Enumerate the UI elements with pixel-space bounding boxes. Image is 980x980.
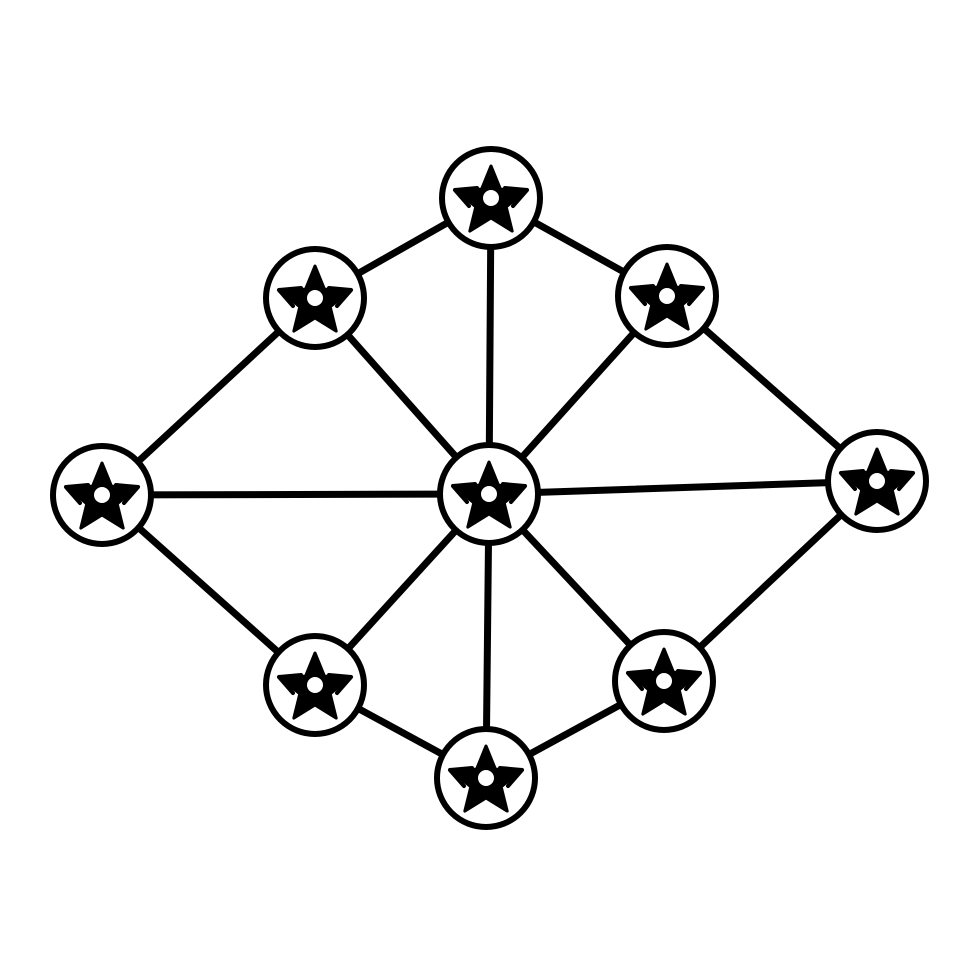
node-top	[439, 146, 543, 250]
node-bottom	[434, 726, 538, 830]
star-icon	[629, 262, 705, 331]
star-icon	[453, 164, 529, 233]
edge-hub-to-right	[485, 477, 881, 498]
node-left	[50, 443, 154, 547]
star-center-dot	[481, 486, 497, 502]
node-right	[825, 429, 929, 533]
node-upper-right	[615, 244, 719, 348]
node-lower-left	[263, 633, 367, 737]
star-icon	[839, 447, 915, 516]
node-lower-right	[612, 629, 716, 733]
star-center-dot	[307, 677, 323, 693]
node-upper-left	[263, 246, 367, 350]
star-icon	[277, 651, 353, 720]
star-center-dot	[656, 673, 672, 689]
star-icon	[451, 460, 527, 529]
node-hub	[437, 442, 541, 546]
star-icon	[277, 264, 353, 333]
star-center-dot	[94, 487, 110, 503]
star-center-dot	[659, 288, 675, 304]
star-center-dot	[307, 290, 323, 306]
star-center-dot	[483, 190, 499, 206]
star-icon	[64, 461, 140, 530]
star-icon	[626, 647, 702, 716]
star-icon	[448, 744, 524, 813]
star-center-dot	[869, 473, 885, 489]
star-center-dot	[478, 770, 494, 786]
node-layer	[50, 146, 929, 830]
edge-hub-to-left	[98, 490, 493, 499]
